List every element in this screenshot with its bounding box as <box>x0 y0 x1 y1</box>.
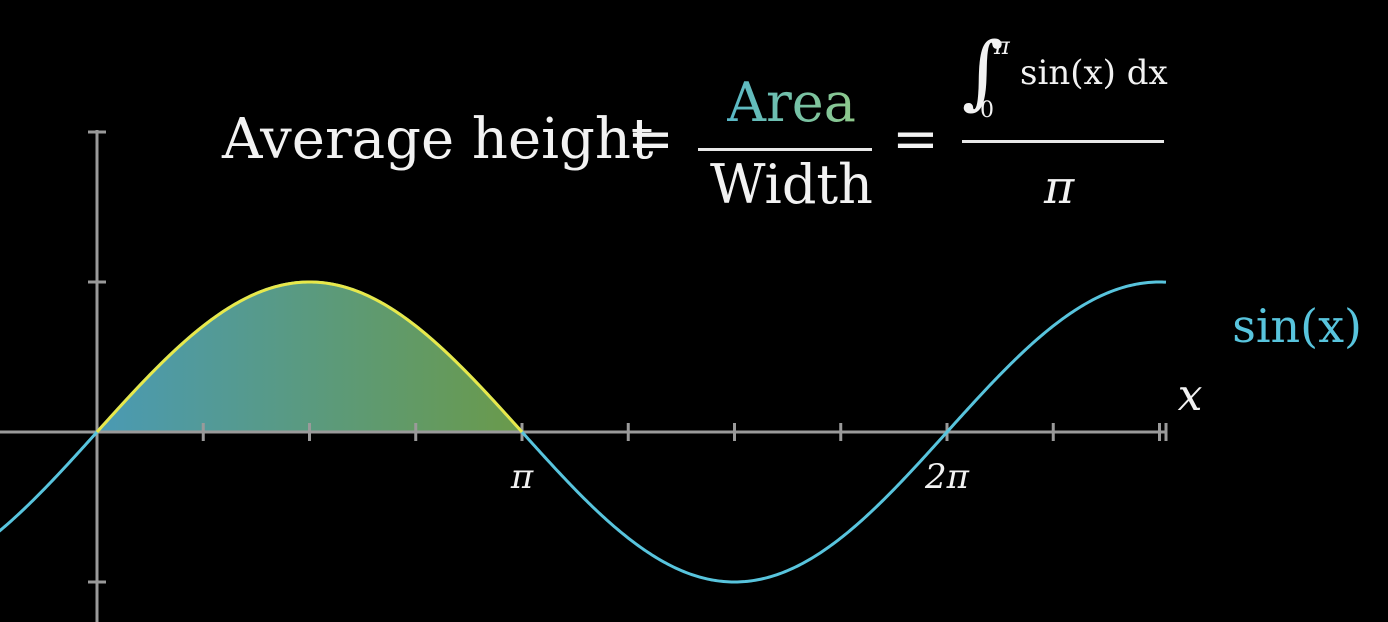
integral-sign: ∫ <box>962 25 1004 118</box>
series-label: sin(x) <box>1232 299 1362 353</box>
equation-lhs: Average height <box>222 107 654 172</box>
fraction-denominator-width: Width <box>710 153 873 216</box>
fraction-bar-1 <box>698 148 872 151</box>
fraction-bar-2 <box>962 140 1164 143</box>
average-height-equation: Average height = Area Width = ∫ π 0 sin(… <box>222 32 1182 230</box>
equals-sign-1: = <box>627 107 674 172</box>
x-tick-label: π <box>510 457 534 497</box>
fraction-numerator-area: Area <box>727 71 856 134</box>
integral-lower-limit: 0 <box>980 98 994 123</box>
area-outline <box>95 280 524 434</box>
fraction-denominator-pi: π <box>1044 160 1075 214</box>
x-axis-label: x <box>1178 370 1203 421</box>
integrand: sin(x) dx <box>1020 53 1168 93</box>
x-tick-label: 2π <box>924 457 970 497</box>
integral-upper-limit: π <box>994 32 1010 60</box>
shaded-area <box>97 282 523 432</box>
equals-sign-2: = <box>892 107 939 172</box>
